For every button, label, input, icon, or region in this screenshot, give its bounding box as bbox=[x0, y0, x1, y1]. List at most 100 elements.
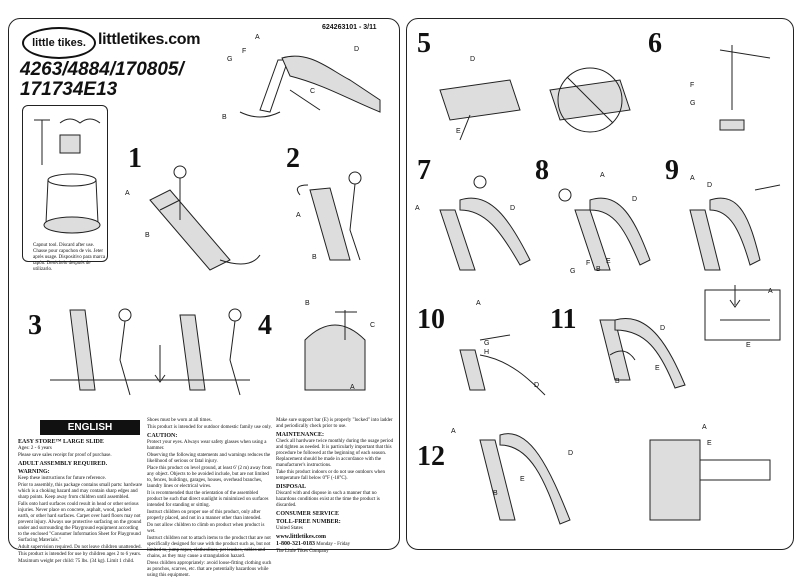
warning-5: This product is intended for use by chil… bbox=[18, 552, 142, 557]
label-b-12: B bbox=[493, 490, 498, 497]
caution-6: Do not allow children to climb on produc… bbox=[147, 523, 265, 534]
label-d-7: D bbox=[510, 205, 516, 212]
step-11-illustration bbox=[599, 317, 686, 389]
step-11: 11 bbox=[550, 304, 577, 335]
warning-3: Falls onto hard surfaces could result in… bbox=[18, 502, 142, 543]
save-receipt: Please save sales receipt for proof of p… bbox=[18, 453, 112, 458]
label-a-9: A bbox=[690, 175, 695, 182]
label-d-10: D bbox=[534, 382, 540, 389]
warning-2: Prior to assembly, this package contains… bbox=[18, 483, 143, 500]
step-9: 9 bbox=[665, 155, 679, 186]
step-11-detail-illustration bbox=[704, 285, 781, 341]
step-1: 1 bbox=[128, 143, 142, 174]
english-col-1: EASY STORE™ LARGE SLIDE Ages: 2 - 6 year… bbox=[18, 437, 143, 566]
label-f-top: F bbox=[242, 48, 247, 55]
disposal-heading: DISPOSAL bbox=[276, 484, 307, 490]
label-e-11b: E bbox=[746, 342, 751, 349]
label-b-4: B bbox=[305, 300, 310, 307]
caution-heading: CAUTION: bbox=[147, 433, 178, 439]
label-d-12: D bbox=[568, 450, 574, 457]
left-panel bbox=[8, 18, 400, 550]
label-f-6: F bbox=[690, 82, 695, 89]
caution-3: Place this product on level ground, at l… bbox=[147, 466, 272, 489]
step-6: 6 bbox=[648, 28, 662, 59]
label-h-10: H bbox=[484, 349, 490, 356]
caution-8: Dress children appropriately: avoid loos… bbox=[147, 561, 272, 578]
step-3: 3 bbox=[28, 310, 42, 341]
little-tikes-logo: little tikes. bbox=[22, 27, 96, 59]
step-10-illustration bbox=[459, 334, 546, 396]
step-4-illustration bbox=[304, 310, 366, 391]
step-1-illustration bbox=[149, 165, 261, 271]
label-b-1: B bbox=[145, 232, 150, 239]
tools-box bbox=[22, 105, 108, 262]
label-g-top: G bbox=[227, 56, 233, 63]
maintenance-1: Check all hardware twice monthly during … bbox=[276, 439, 394, 468]
label-a-7: A bbox=[415, 205, 420, 212]
label-d-11: D bbox=[660, 325, 666, 332]
caution-5: Instruct children on proper use of this … bbox=[147, 510, 262, 521]
hours: Monday - Friday bbox=[316, 542, 351, 547]
step-12-illustration bbox=[479, 433, 571, 525]
caution-4: It is recommended that the orientation o… bbox=[147, 491, 269, 508]
part-number: 624263101 - 3/11 bbox=[322, 24, 377, 31]
english-col-2: Shoes must be worn at all times. This pr… bbox=[147, 418, 272, 580]
company: The Little Tikes Company bbox=[276, 549, 329, 554]
warning-4: Adult supervision required. Do not leave… bbox=[18, 545, 142, 550]
label-c-top: C bbox=[310, 88, 316, 95]
maintenance-2: Take this product indoors or do not use … bbox=[276, 470, 385, 481]
step-12: 12 bbox=[417, 441, 445, 472]
label-a-8: A bbox=[600, 172, 605, 179]
label-d-9: D bbox=[707, 182, 713, 189]
disposal-text: Discard with and dispose in such a manne… bbox=[276, 491, 380, 508]
step-5: 5 bbox=[417, 28, 431, 59]
outdoor-use: This product is intended for outdoor dom… bbox=[147, 425, 272, 430]
label-e-12b: E bbox=[707, 440, 712, 447]
caution-2: Observing the following statements and w… bbox=[147, 453, 271, 464]
label-b-8: B bbox=[596, 266, 601, 273]
tools-illustration bbox=[34, 118, 101, 234]
label-a-2: A bbox=[296, 212, 301, 219]
label-a-1: A bbox=[125, 190, 130, 197]
step-6-illustration bbox=[719, 45, 771, 131]
warning-1: Keep these instructions for future refer… bbox=[18, 476, 107, 481]
label-g-10: G bbox=[484, 340, 490, 347]
website: littletikes.com bbox=[98, 31, 201, 48]
label-a-12: A bbox=[451, 428, 456, 435]
label-c-4: C bbox=[370, 322, 376, 329]
consumer-service: CONSUMER SERVICE bbox=[276, 511, 339, 517]
ages: Ages: 2 - 6 years bbox=[18, 446, 52, 451]
label-b-top: B bbox=[222, 114, 227, 121]
warning-heading: WARNING: bbox=[18, 469, 50, 475]
warning-6: Maximum weight per child: 75 lbs. (34 kg… bbox=[18, 559, 135, 564]
label-b-11: B bbox=[615, 378, 620, 385]
step-2-illustration bbox=[296, 171, 362, 261]
toll-free: TOLL-FREE NUMBER: bbox=[276, 519, 341, 525]
assembly-required: ADULT ASSEMBLY REQUIRED. bbox=[18, 461, 108, 467]
english-heading: ENGLISH bbox=[40, 420, 140, 435]
maintenance-heading: MAINTENANCE: bbox=[276, 432, 324, 438]
step-5-illustration bbox=[439, 67, 631, 141]
label-a-11b: A bbox=[768, 288, 773, 295]
label-g-6: G bbox=[690, 100, 696, 107]
step-2: 2 bbox=[286, 143, 300, 174]
website-link[interactable]: www.littletikes.com bbox=[276, 534, 326, 540]
label-e-8: E bbox=[606, 258, 611, 265]
label-a-12b: A bbox=[702, 424, 707, 431]
label-f-8: F bbox=[586, 260, 591, 267]
step-8-illustration bbox=[558, 188, 651, 271]
caution-7: Instruct children not to attach items to… bbox=[147, 536, 271, 559]
step-7: 7 bbox=[417, 155, 431, 186]
label-g-8: G bbox=[570, 268, 576, 275]
model-numbers: 4263/4884/170805/ 171734E13 bbox=[20, 59, 184, 100]
step-3-illustration bbox=[50, 308, 250, 396]
step-10: 10 bbox=[417, 304, 445, 335]
label-d-5: D bbox=[470, 56, 476, 63]
step-7-illustration bbox=[439, 175, 531, 271]
us-only: United States bbox=[276, 526, 303, 531]
product-name: EASY STORE™ LARGE SLIDE bbox=[18, 439, 104, 445]
label-d-8: D bbox=[632, 196, 638, 203]
label-a-top: A bbox=[255, 34, 260, 41]
support-bar: Make sure support bar (E) is properly "l… bbox=[276, 418, 393, 429]
label-b-2: B bbox=[312, 254, 317, 261]
